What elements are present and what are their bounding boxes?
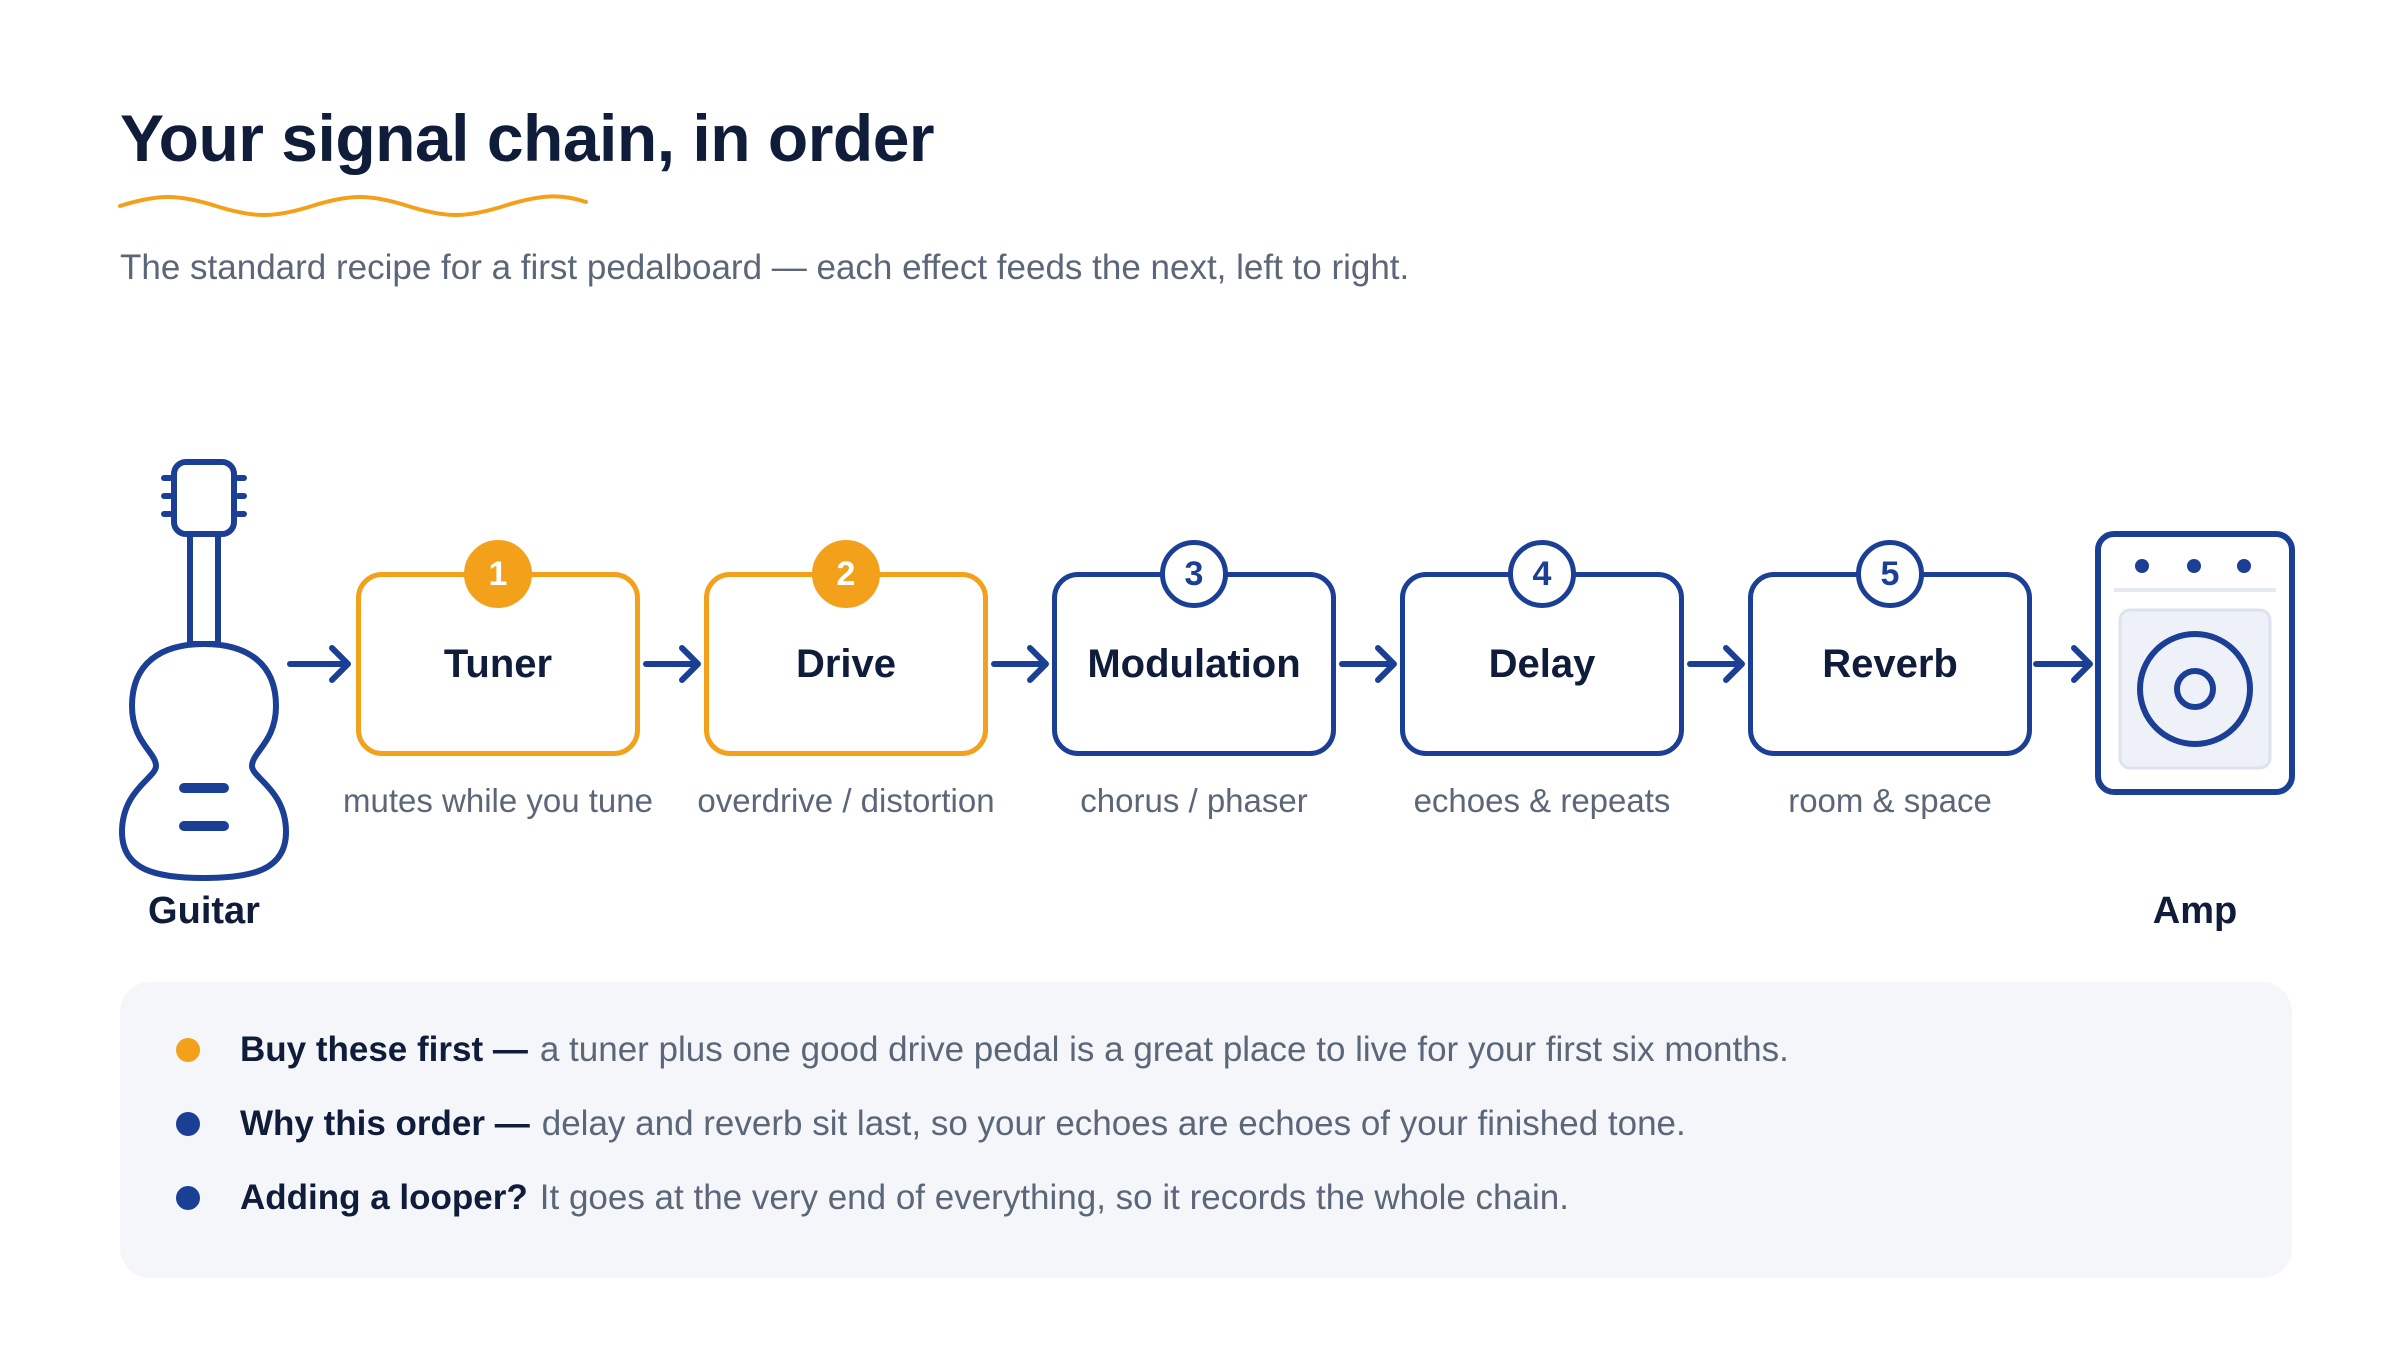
arrow-delay-to-reverb xyxy=(1687,645,1745,683)
tip-why-order-text: delay and reverb sit last, so your echoe… xyxy=(541,1104,1686,1143)
arrow-tuner-to-drive xyxy=(643,645,701,683)
amp-label: Amp xyxy=(2152,890,2238,932)
arrow-drive-to-modulation xyxy=(991,645,1049,683)
tip-bullet-primary xyxy=(176,1186,200,1210)
arrow-modulation-to-delay xyxy=(1339,645,1397,683)
tip-looper: Adding a looper? It goes at the very end… xyxy=(176,1178,1569,1218)
pedal-delay-step-badge: 4 xyxy=(1508,540,1576,608)
pedal-reverb-caption: room & space xyxy=(1788,782,1992,819)
pedal-modulation-step-badge: 3 xyxy=(1160,540,1228,608)
pedal-reverb-label: Reverb xyxy=(1822,641,1958,686)
guitar-label: Guitar xyxy=(148,890,260,932)
tip-looper-heading: Adding a looper? xyxy=(240,1178,528,1217)
amp-icon xyxy=(2095,531,2295,795)
tip-why-order: Why this order — delay and reverb sit la… xyxy=(176,1104,1686,1144)
tip-bullet-accent xyxy=(176,1038,200,1062)
pedal-drive-caption: overdrive / distortion xyxy=(697,782,995,819)
tips-panel: Buy these first — a tuner plus one good … xyxy=(120,982,2292,1278)
pedal-drive-step-badge: 2 xyxy=(812,540,880,608)
guitar-icon xyxy=(119,459,289,881)
tip-looper-text: It goes at the very end of everything, s… xyxy=(539,1178,1569,1217)
pedal-reverb-step-badge: 5 xyxy=(1856,540,1924,608)
pedal-delay-label: Delay xyxy=(1488,641,1596,686)
pedal-tuner-label: Tuner xyxy=(443,641,553,686)
pedal-drive-label: Drive xyxy=(795,641,897,686)
tip-why-order-heading: Why this order — xyxy=(240,1104,530,1143)
pedal-delay: Delay xyxy=(1400,572,1684,756)
tip-bullet-primary xyxy=(176,1112,200,1136)
arrow-guitar-to-tuner xyxy=(287,645,351,683)
page-subtitle: The standard recipe for a first pedalboa… xyxy=(120,248,1410,287)
tip-buy-first-text: a tuner plus one good drive pedal is a g… xyxy=(539,1030,1789,1069)
page-title: Your signal chain, in order xyxy=(120,101,935,175)
arrow-reverb-to-amp xyxy=(2033,645,2093,683)
pedal-tuner-step-badge: 1 xyxy=(464,540,532,608)
title-underline-squiggle xyxy=(118,194,588,217)
pedal-modulation-label: Modulation xyxy=(1087,641,1301,686)
pedal-tuner-caption: mutes while you tune xyxy=(342,782,653,819)
pedal-modulation-caption: chorus / phaser xyxy=(1080,782,1308,819)
pedal-delay-caption: echoes & repeats xyxy=(1413,782,1671,819)
tip-buy-first: Buy these first — a tuner plus one good … xyxy=(176,1030,1789,1070)
tip-buy-first-heading: Buy these first — xyxy=(240,1030,528,1069)
